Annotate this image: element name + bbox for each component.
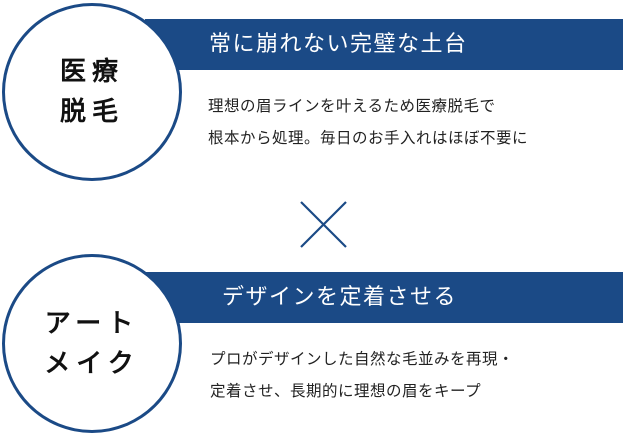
- circle-label-1-line1: 医療: [59, 57, 124, 87]
- description-1: 理想の眉ラインを叶えるため医療脱毛で 根本から処理。毎日のお手入れはほぼ不要に: [208, 90, 528, 154]
- description-2-line2: 定着させ、長期的に理想の眉をキープ: [210, 382, 482, 400]
- circle-label-1: 医療 脱毛: [60, 52, 124, 132]
- description-1-line1: 理想の眉ラインを叶えるため医療脱毛で: [208, 97, 496, 115]
- banner-1: 常に崩れない完璧な土台: [145, 19, 623, 70]
- banner-title-1: 常に崩れない完璧な土台: [209, 32, 468, 57]
- banner-title-2: デザインを定着させる: [222, 285, 458, 310]
- circle-badge-2: アート メイク: [2, 254, 182, 433]
- banner-2: デザインを定着させる: [146, 272, 623, 323]
- circle-label-2-line1: アート: [44, 308, 140, 339]
- circle-label-2-line2: メイク: [44, 348, 140, 379]
- description-2-line1: プロがデザインした自然な毛並みを再現・: [210, 350, 515, 368]
- description-2: プロがデザインした自然な毛並みを再現・ 定着させ、長期的に理想の眉をキープ: [210, 343, 514, 407]
- circle-label-1-line2: 脱毛: [59, 97, 124, 127]
- circle-badge-1: 医療 脱毛: [2, 3, 182, 181]
- multiply-icon: [300, 201, 347, 248]
- description-1-line2: 根本から処理。毎日のお手入れはほぼ不要に: [208, 129, 529, 147]
- circle-label-2: アート メイク: [44, 304, 139, 384]
